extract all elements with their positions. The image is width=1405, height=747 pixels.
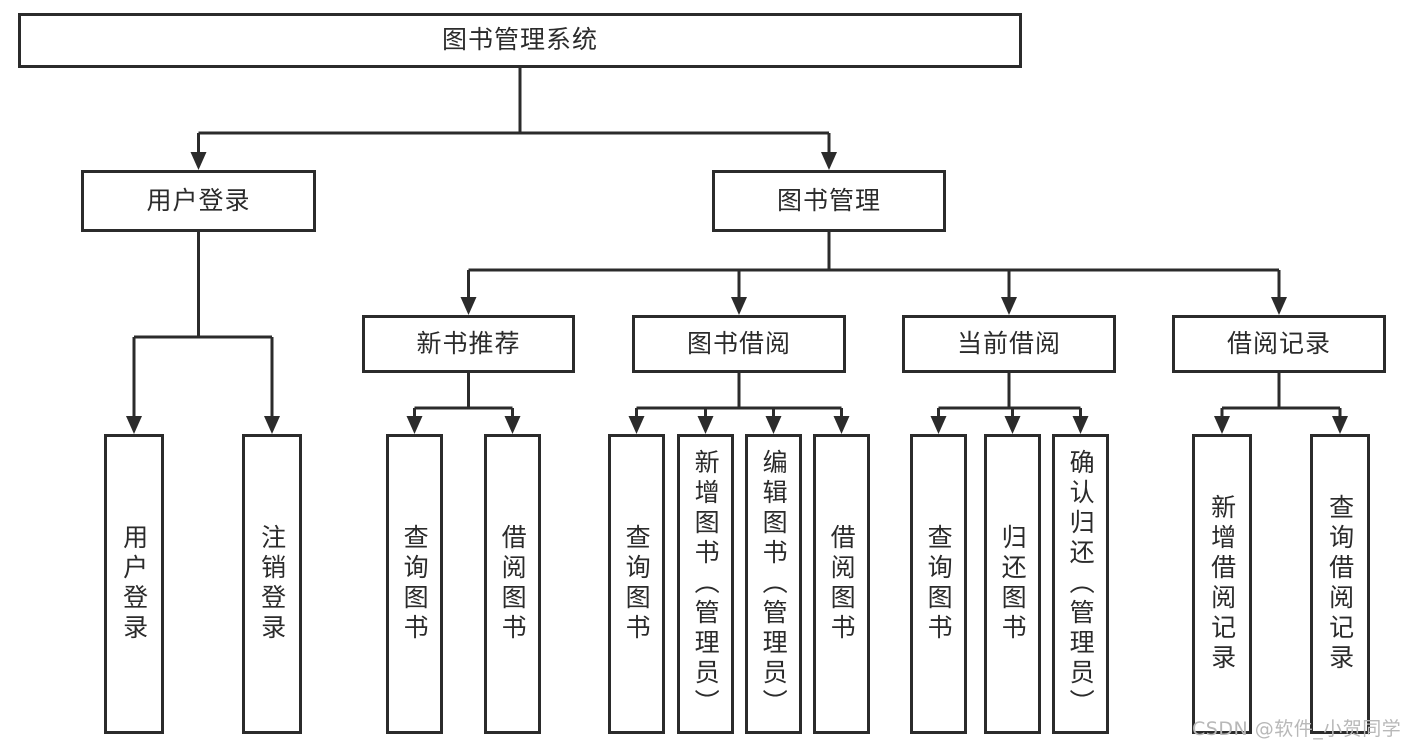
- leaf-node-label: 查询图书: [622, 524, 652, 644]
- node-new-book-recommend-label: 新书推荐: [416, 328, 521, 358]
- leaf-node[interactable]: 确认归还（管理员）: [1052, 434, 1109, 734]
- node-root[interactable]: 图书管理系统: [18, 13, 1022, 68]
- leaf-node[interactable]: 借阅图书: [813, 434, 870, 734]
- node-borrow-record-label: 借阅记录: [1226, 328, 1331, 358]
- leaf-node[interactable]: 查询图书: [910, 434, 967, 734]
- leaf-node-label: 用户登录: [119, 524, 149, 644]
- leaf-node[interactable]: 用户登录: [104, 434, 164, 734]
- node-book-borrow-label: 图书借阅: [686, 328, 791, 358]
- node-root-label: 图书管理系统: [441, 25, 598, 55]
- leaf-node[interactable]: 查询图书: [386, 434, 443, 734]
- leaf-node[interactable]: 新增借阅记录: [1192, 434, 1252, 734]
- node-book-management-label: 图书管理: [776, 185, 881, 215]
- leaf-node-label: 查询借阅记录: [1325, 494, 1355, 674]
- leaf-node[interactable]: 注销登录: [242, 434, 302, 734]
- leaf-node[interactable]: 借阅图书: [484, 434, 541, 734]
- node-book-borrow[interactable]: 图书借阅: [632, 315, 846, 373]
- leaf-node-label: 查询图书: [400, 524, 430, 644]
- node-user-login-label: 用户登录: [146, 185, 251, 215]
- node-current-borrow[interactable]: 当前借阅: [902, 315, 1116, 373]
- node-user-login[interactable]: 用户登录: [81, 170, 316, 232]
- node-new-book-recommend[interactable]: 新书推荐: [362, 315, 575, 373]
- leaf-node-label: 借阅图书: [827, 524, 857, 644]
- leaf-node[interactable]: 新增图书（管理员）: [677, 434, 734, 734]
- leaf-node[interactable]: 查询借阅记录: [1310, 434, 1370, 734]
- node-current-borrow-label: 当前借阅: [956, 328, 1061, 358]
- leaf-node-label: 编辑图书（管理员）: [759, 449, 789, 719]
- leaf-node[interactable]: 编辑图书（管理员）: [745, 434, 802, 734]
- watermark-text: CSDN @软件_小贺同学: [1192, 718, 1402, 740]
- leaf-node-label: 借阅图书: [498, 524, 528, 644]
- leaf-node-label: 新增借阅记录: [1207, 494, 1237, 674]
- leaf-node-label: 归还图书: [998, 524, 1028, 644]
- leaf-node[interactable]: 归还图书: [984, 434, 1041, 734]
- node-book-management[interactable]: 图书管理: [712, 170, 946, 232]
- leaf-node[interactable]: 查询图书: [608, 434, 665, 734]
- leaf-node-label: 注销登录: [257, 524, 287, 644]
- leaf-node-label: 查询图书: [924, 524, 954, 644]
- leaf-node-label: 新增图书（管理员）: [691, 449, 721, 719]
- leaf-node-label: 确认归还（管理员）: [1066, 449, 1096, 719]
- node-borrow-record[interactable]: 借阅记录: [1172, 315, 1386, 373]
